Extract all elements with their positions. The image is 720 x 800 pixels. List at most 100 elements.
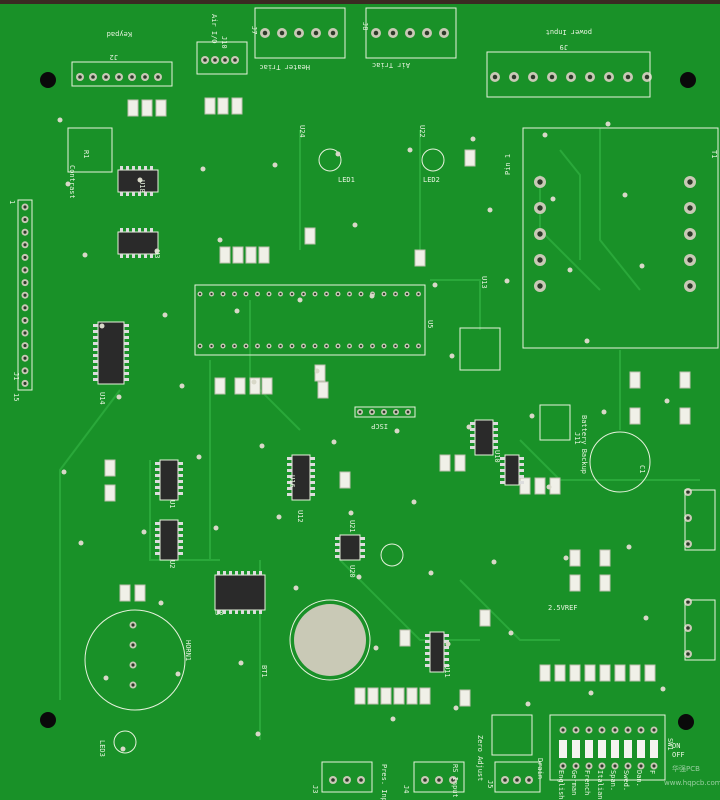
j9-outline <box>486 51 651 98</box>
silkscreen-label-led2: LED2 <box>423 176 440 184</box>
smd-component <box>459 689 471 707</box>
via <box>664 398 670 404</box>
ic-pin <box>444 634 449 637</box>
ic-pin <box>519 457 524 460</box>
drill-hole <box>686 542 690 546</box>
ic-pin <box>425 664 430 667</box>
ic-pin <box>253 610 256 614</box>
ic-pin <box>132 166 135 170</box>
dip-switch-toggle[interactable] <box>598 740 606 758</box>
bt1-outline <box>289 599 371 681</box>
via <box>162 312 168 318</box>
smd-component <box>629 371 641 389</box>
j2-outline <box>71 61 173 87</box>
via <box>116 394 122 400</box>
sw1-language-label: Dan. <box>635 770 643 787</box>
sw1-outline <box>549 714 666 781</box>
silkscreen-label-vref: 2.5VREF <box>548 604 578 612</box>
ic-pin <box>178 552 183 555</box>
drill-hole <box>130 75 134 79</box>
via <box>314 368 320 374</box>
drill-hole <box>23 243 27 247</box>
drill-hole <box>23 230 27 234</box>
sw1-language-label: Italian <box>596 770 604 800</box>
drill-hole <box>587 728 591 732</box>
ic-pin <box>310 487 315 490</box>
ic-pin <box>124 330 129 333</box>
drill-hole <box>644 74 650 80</box>
via <box>61 469 67 475</box>
ic-pin <box>138 254 141 258</box>
drill-hole <box>515 778 519 782</box>
drill-hole <box>537 283 543 289</box>
dip-switch-toggle[interactable] <box>650 740 658 758</box>
drill-hole <box>23 356 27 360</box>
drill-hole <box>330 30 336 36</box>
sw1-language-label: Swed. <box>622 770 630 791</box>
smd-component <box>354 687 366 705</box>
drill-hole <box>537 231 543 237</box>
ic-pin <box>470 422 475 425</box>
smd-component <box>217 97 229 115</box>
smd-component <box>629 664 641 682</box>
led-outline <box>380 543 404 567</box>
drill-hole <box>23 205 27 209</box>
dip-switch-toggle[interactable] <box>637 740 645 758</box>
connector-right-2 <box>684 599 716 661</box>
via <box>390 716 396 722</box>
zero-adjust-pot <box>491 714 533 756</box>
ic-pin <box>124 342 129 345</box>
ic-pin <box>310 469 315 472</box>
drill-hole <box>527 778 531 782</box>
drill-hole <box>233 58 237 62</box>
ic-pin <box>217 571 220 575</box>
dip-switch-toggle[interactable] <box>624 740 632 758</box>
via <box>196 454 202 460</box>
via <box>626 544 632 550</box>
silkscreen-label-u11: U11 <box>443 665 451 678</box>
drill-hole <box>686 652 690 656</box>
via <box>639 263 645 269</box>
drill-hole <box>686 490 690 494</box>
smd-component <box>419 687 431 705</box>
watermark-url: www.hqpcb.com <box>664 779 720 787</box>
drill-hole <box>198 292 202 296</box>
ic-pin <box>124 348 129 351</box>
smd-component <box>584 664 596 682</box>
drill-hole <box>373 30 379 36</box>
dip-switch-toggle[interactable] <box>559 740 567 758</box>
dip-switch-toggle[interactable] <box>611 740 619 758</box>
transformer-t1-outline <box>522 127 719 349</box>
ic-pin <box>470 446 475 449</box>
smd-component <box>304 227 316 245</box>
c1-outline <box>589 431 651 493</box>
drill-hole <box>313 292 317 296</box>
ic-pin <box>235 571 238 575</box>
via <box>175 671 181 677</box>
drill-hole <box>625 74 631 80</box>
drill-hole <box>348 344 351 348</box>
ic-pin <box>155 462 160 465</box>
ic-pin <box>287 493 292 496</box>
drill-hole <box>279 30 285 36</box>
via <box>99 323 105 329</box>
silkscreen-label-contrast: Contrast <box>68 165 76 199</box>
silkscreen-label-bt1: BT1 <box>260 665 268 678</box>
dip-switch-toggle[interactable] <box>585 740 593 758</box>
via <box>508 630 514 636</box>
via <box>601 409 607 415</box>
drill-hole <box>441 30 447 36</box>
via <box>546 484 552 490</box>
silkscreen-label-pin1: Pin 1 <box>504 154 512 175</box>
drill-hole <box>131 663 135 667</box>
drill-hole <box>91 75 95 79</box>
u5-outline <box>194 284 426 356</box>
dip-switch-toggle[interactable] <box>572 740 580 758</box>
ic-pin <box>126 166 129 170</box>
ic-pin <box>178 522 183 525</box>
via <box>293 585 299 591</box>
ic-pin <box>93 348 98 351</box>
silkscreen-label-j2: J2 <box>110 53 118 61</box>
drill-hole <box>210 344 213 348</box>
